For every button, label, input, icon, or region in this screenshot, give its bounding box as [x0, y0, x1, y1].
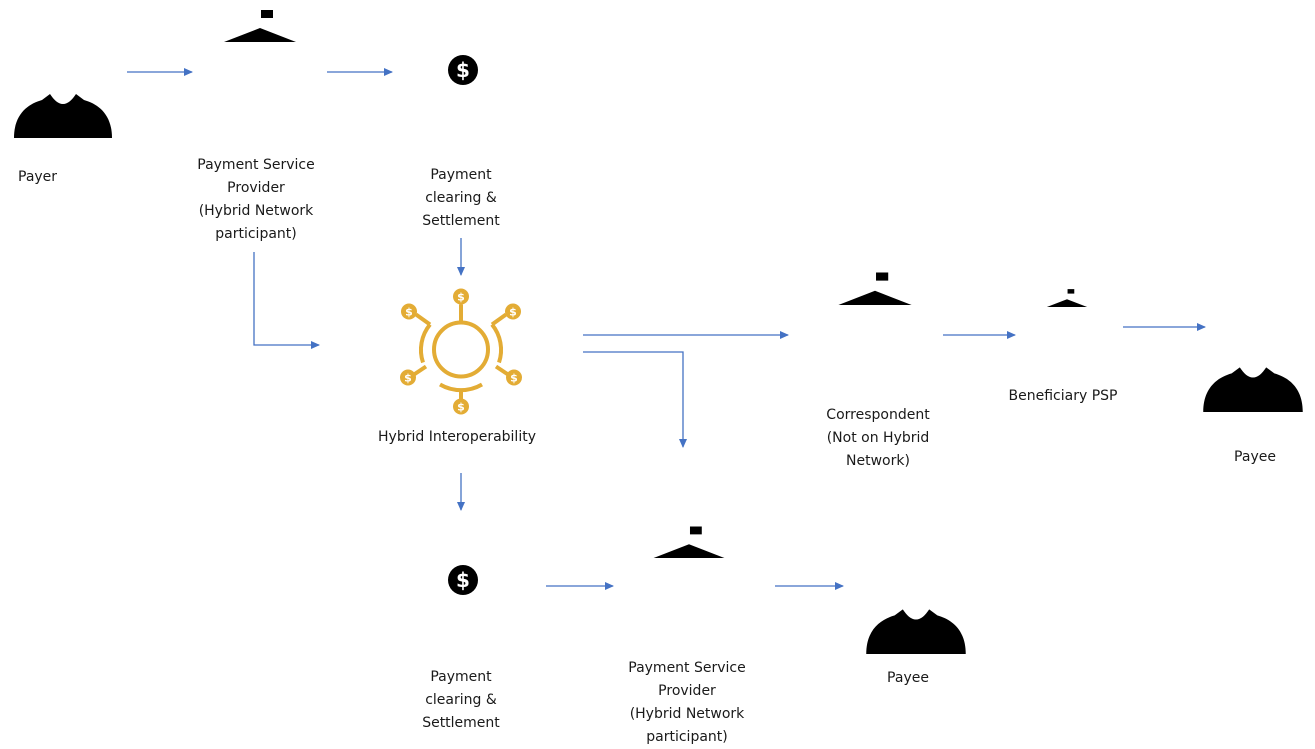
clearing-bottom-line-2: clearing &: [425, 692, 497, 708]
clearing-top-label: Payment clearing & Settlement: [401, 164, 521, 233]
clearing-hub-bottom-icon: [401, 518, 525, 642]
psp-bottom-label: Payment Service Provider (Hybrid Network…: [612, 657, 762, 749]
psp-bottom-line-1: Payment Service: [628, 660, 746, 676]
psp-bottom-line-4: participant): [646, 729, 728, 745]
psp-top-line-3: (Hybrid Network: [198, 203, 314, 219]
psp-bottom-line-2: Provider: [658, 683, 716, 699]
beneficiary-psp-label: Beneficiary PSP: [1008, 388, 1118, 404]
correspondent-label: Correspondent (Not on Hybrid Network): [808, 404, 948, 473]
payee-bottom-label: Payee: [887, 670, 929, 686]
hybrid-interoperability-icon: [400, 289, 522, 415]
clearing-bottom-label: Payment clearing & Settlement: [401, 666, 521, 735]
clearing-top-line-1: Payment: [430, 167, 492, 183]
beneficiary-psp-bank-icon: [1035, 289, 1099, 357]
clearing-bottom-line-3: Settlement: [422, 715, 500, 731]
psp-top-line-1: Payment Service: [197, 157, 315, 173]
payee-bottom-icon: [866, 528, 966, 654]
correspondent-bank-icon: [818, 272, 932, 396]
psp-top-line-4: participant): [215, 226, 297, 242]
payee-right-label: Payee: [1234, 449, 1276, 465]
correspondent-line-2: (Not on Hybrid: [826, 430, 930, 446]
clearing-hub-icon: [401, 8, 525, 132]
correspondent-line-3: Network): [846, 453, 910, 469]
payer-icon: [14, 14, 112, 138]
payee-right-icon: [1203, 286, 1303, 412]
arrow-psp-to-hybrid: [253, 252, 320, 349]
arrow-hybrid-down: [583, 351, 687, 448]
hybrid-interoperability-label: Hybrid Interoperability: [378, 429, 536, 445]
payer-label: Payer: [18, 169, 58, 185]
psp-top-label: Payment Service Provider (Hybrid Network…: [181, 154, 331, 246]
psp-bank-icon: [204, 10, 316, 131]
psp-top-line-2: Provider: [227, 180, 285, 196]
clearing-top-line-3: Settlement: [422, 213, 500, 229]
clearing-bottom-line-1: Payment: [430, 669, 492, 685]
correspondent-line-1: Correspondent: [826, 407, 930, 423]
psp-bottom-line-3: (Hybrid Network: [629, 706, 745, 722]
psp-bank-bottom-icon: [633, 526, 745, 646]
clearing-top-line-2: clearing &: [425, 190, 497, 206]
